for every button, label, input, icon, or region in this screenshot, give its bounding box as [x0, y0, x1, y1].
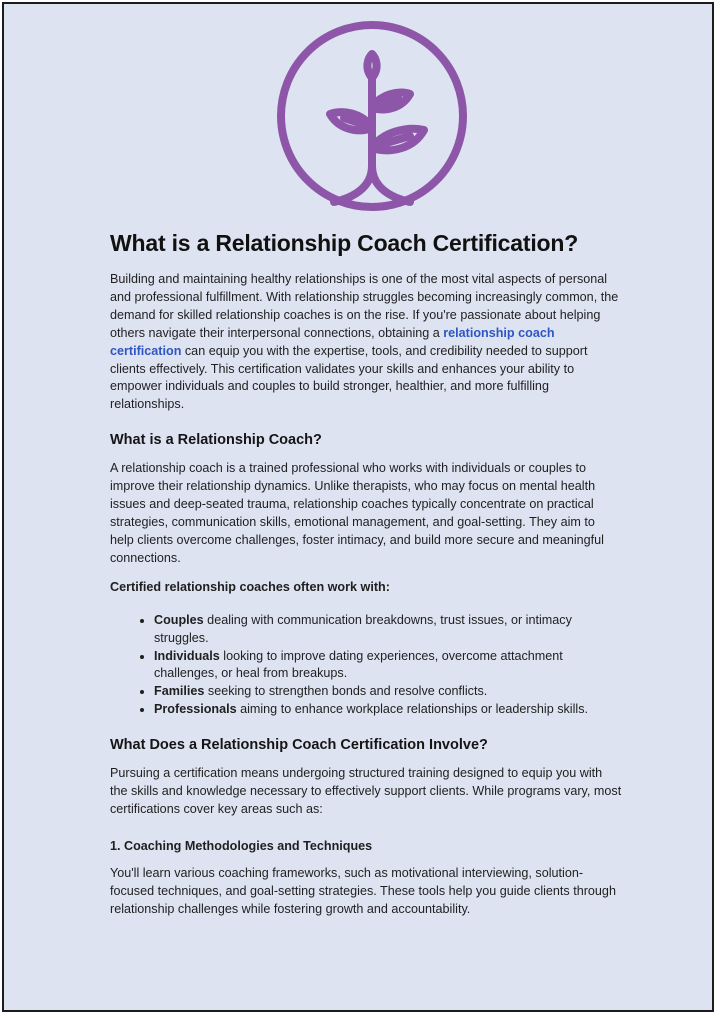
intro-paragraph: Building and maintaining healthy relatio… [110, 271, 622, 414]
list-item-term: Families [154, 684, 205, 699]
list-intro: Certified relationship coaches often wor… [110, 579, 390, 594]
list-item: Families seeking to strengthen bonds and… [154, 683, 622, 701]
list-item-term: Professionals [154, 702, 237, 717]
subsection-heading: 1. Coaching Methodologies and Techniques [110, 838, 373, 853]
section-heading-what-is-coach: What is a Relationship Coach? [110, 432, 322, 449]
page-title: What is a Relationship Coach Certificati… [110, 230, 579, 256]
section-heading-certification-involve: What Does a Relationship Coach Certifica… [110, 737, 488, 754]
list-item-text: aiming to enhance workplace relationship… [236, 702, 589, 717]
list-item: Individuals looking to improve dating ex… [154, 648, 622, 684]
section-paragraph: Pursuing a certification means undergoin… [110, 766, 622, 816]
list-item-text: looking to improve dating experiences, o… [154, 648, 563, 681]
list-item-term: Individuals [154, 648, 220, 663]
certification-link[interactable]: relationship coach certification [110, 325, 555, 358]
list-item-term: Couples [154, 612, 204, 627]
client-types-list: Couples dealing with communication break… [110, 612, 622, 719]
subsection-paragraph: You'll learn various coaching frameworks… [110, 865, 616, 916]
intro-text-after: can equip you with the expertise, tools,… [110, 343, 588, 412]
article: What is a Relationship Coach Certificati… [110, 230, 622, 931]
section-paragraph: A relationship coach is a trained profes… [110, 461, 604, 565]
intro-text-before: Building and maintaining healthy relatio… [110, 272, 619, 340]
sprout-logo-icon [277, 21, 467, 211]
list-item: Couples dealing with communication break… [154, 612, 622, 648]
list-item-text: seeking to strengthen bonds and resolve … [204, 684, 488, 699]
list-item: Professionals aiming to enhance workplac… [154, 701, 622, 719]
list-item-text: dealing with communication breakdowns, t… [154, 612, 572, 645]
